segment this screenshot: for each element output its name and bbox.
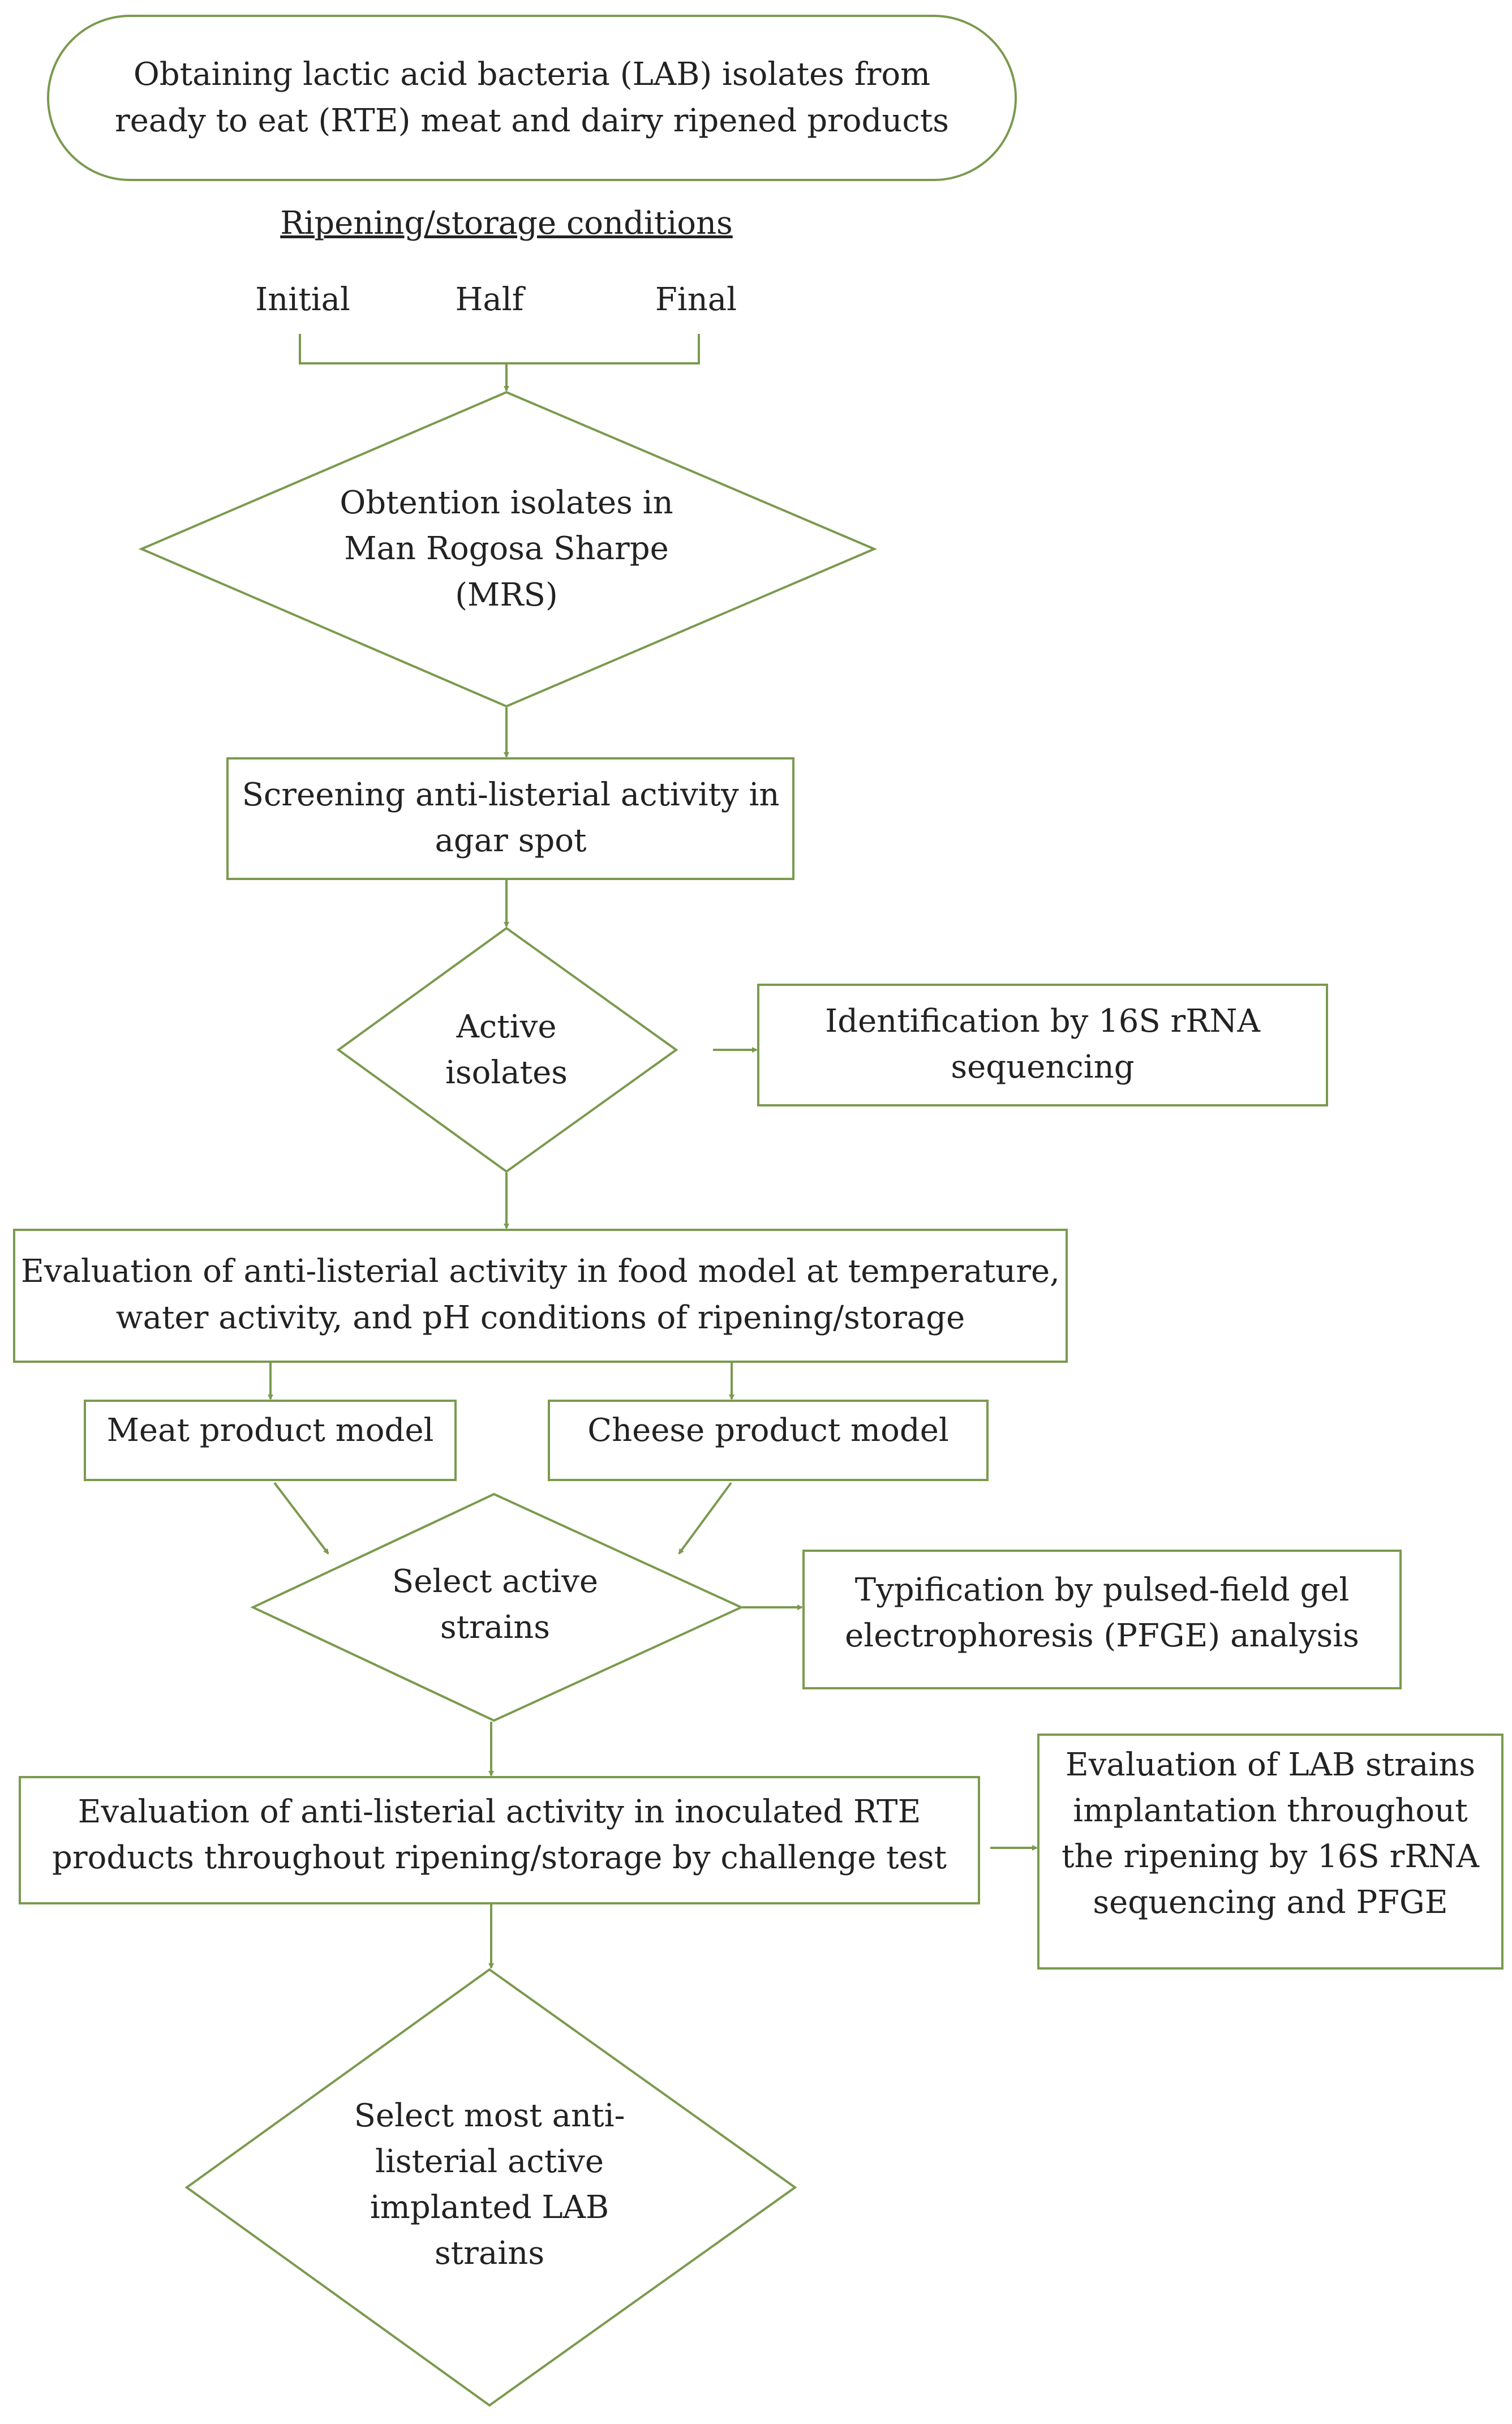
- condition-half: Half: [455, 281, 524, 319]
- typification-label: Typification by pulsed-field gel electrop…: [806, 1556, 1398, 1670]
- final-select-diamond: [184, 1968, 797, 2407]
- identification-line-2: sequencing: [951, 1049, 1135, 1086]
- identification-line-1: Identification by 16S rRNA: [825, 1002, 1260, 1040]
- evaluation-rte-line-2: products throughout ripening/storage by …: [52, 1839, 947, 1876]
- conditions-heading: Ripening/storage conditions: [280, 205, 733, 242]
- screening-line-2: agar spot: [435, 822, 587, 859]
- cheese-model-label: Cheese product model: [587, 1412, 949, 1449]
- active-isolates-label: Active isolates: [396, 990, 617, 1109]
- select-active-line-1: Select active: [392, 1563, 599, 1600]
- final-select-line-2: listerial active: [375, 2143, 604, 2180]
- implantation-line-2: implantation throughout: [1073, 1792, 1468, 1829]
- obtention-line-1: Obtention isolates in: [340, 484, 673, 522]
- meat-model-box: [84, 1400, 457, 1481]
- active-isolates-line-2: isolates: [445, 1054, 568, 1091]
- implantation-line-3: the ripening by 16S rRNA: [1062, 1838, 1479, 1875]
- final-select-line-4: strains: [434, 2235, 545, 2272]
- screening-label: Screening anti-listerial activity in agar…: [232, 761, 789, 874]
- start-label: Obtaining lactic acid bacteria (LAB) iso…: [85, 34, 979, 161]
- implantation-box: [1037, 1734, 1504, 1970]
- implantation-label: Evaluation of LAB strains implantation th…: [1041, 1737, 1500, 1930]
- evaluation-rte-label: Evaluation of anti-listerial activity in…: [23, 1778, 976, 1891]
- select-active-line-2: strains: [440, 1609, 551, 1646]
- evaluation-food-line-2: water activity, and pH conditions of rip…: [115, 1299, 965, 1336]
- obtention-line-3: (MRS): [455, 576, 558, 613]
- typification-line-1: Typification by pulsed-field gel: [854, 1571, 1350, 1608]
- final-select-label: Select most anti-listerial active implant…: [317, 2088, 662, 2281]
- evaluation-food-box: [13, 1229, 1068, 1363]
- final-select-line-3: implanted LAB: [370, 2189, 609, 2226]
- start-oval: [47, 15, 1017, 181]
- typification-line-2: electrophoresis (PFGE) analysis: [845, 1618, 1359, 1654]
- final-select-line-1: Select most anti-: [354, 2097, 625, 2134]
- start-line-1: Obtaining lactic acid bacteria (LAB) iso…: [133, 56, 931, 93]
- start-line-2: ready to eat (RTE) meat and dairy ripene…: [114, 102, 950, 139]
- evaluation-food-label: Evaluation of anti-listerial activity in…: [20, 1234, 1061, 1355]
- select-active-diamond: [250, 1492, 744, 1722]
- active-isolates-line-1: Active: [456, 1008, 557, 1045]
- obtention-line-2: Man Rogosa Sharpe: [344, 530, 669, 568]
- obtention-diamond: [138, 391, 878, 708]
- cheese-model-box: [548, 1400, 989, 1481]
- meat-model-label: Meat product model: [106, 1412, 434, 1449]
- active-isolates-diamond: [336, 926, 678, 1173]
- identification-box: [757, 984, 1328, 1106]
- screening-line-1: Screening anti-listerial activity in: [242, 776, 780, 813]
- screening-box: [226, 757, 794, 880]
- arrow-meat-to-select: [273, 1482, 329, 1555]
- evaluation-food-line-1: Evaluation of anti-listerial activity in…: [21, 1253, 1060, 1290]
- select-active-label: Select active strains: [385, 1545, 605, 1664]
- implantation-line-4: sequencing and PFGE: [1093, 1884, 1448, 1921]
- identification-label: Identification by 16S rRNA sequencing: [764, 988, 1321, 1101]
- evaluation-rte-box: [19, 1776, 980, 1904]
- conditions-bracket: [299, 334, 700, 364]
- typification-box: [802, 1550, 1402, 1689]
- obtention-label: Obtention isolates in Man Rogosa Sharpe (M…: [294, 464, 719, 634]
- condition-final: Final: [655, 281, 737, 319]
- evaluation-rte-line-1: Evaluation of anti-listerial activity in…: [78, 1793, 921, 1830]
- implantation-line-1: Evaluation of LAB strains: [1065, 1746, 1476, 1783]
- condition-initial: Initial: [255, 281, 350, 319]
- arrow-cheese-to-select: [678, 1482, 732, 1555]
